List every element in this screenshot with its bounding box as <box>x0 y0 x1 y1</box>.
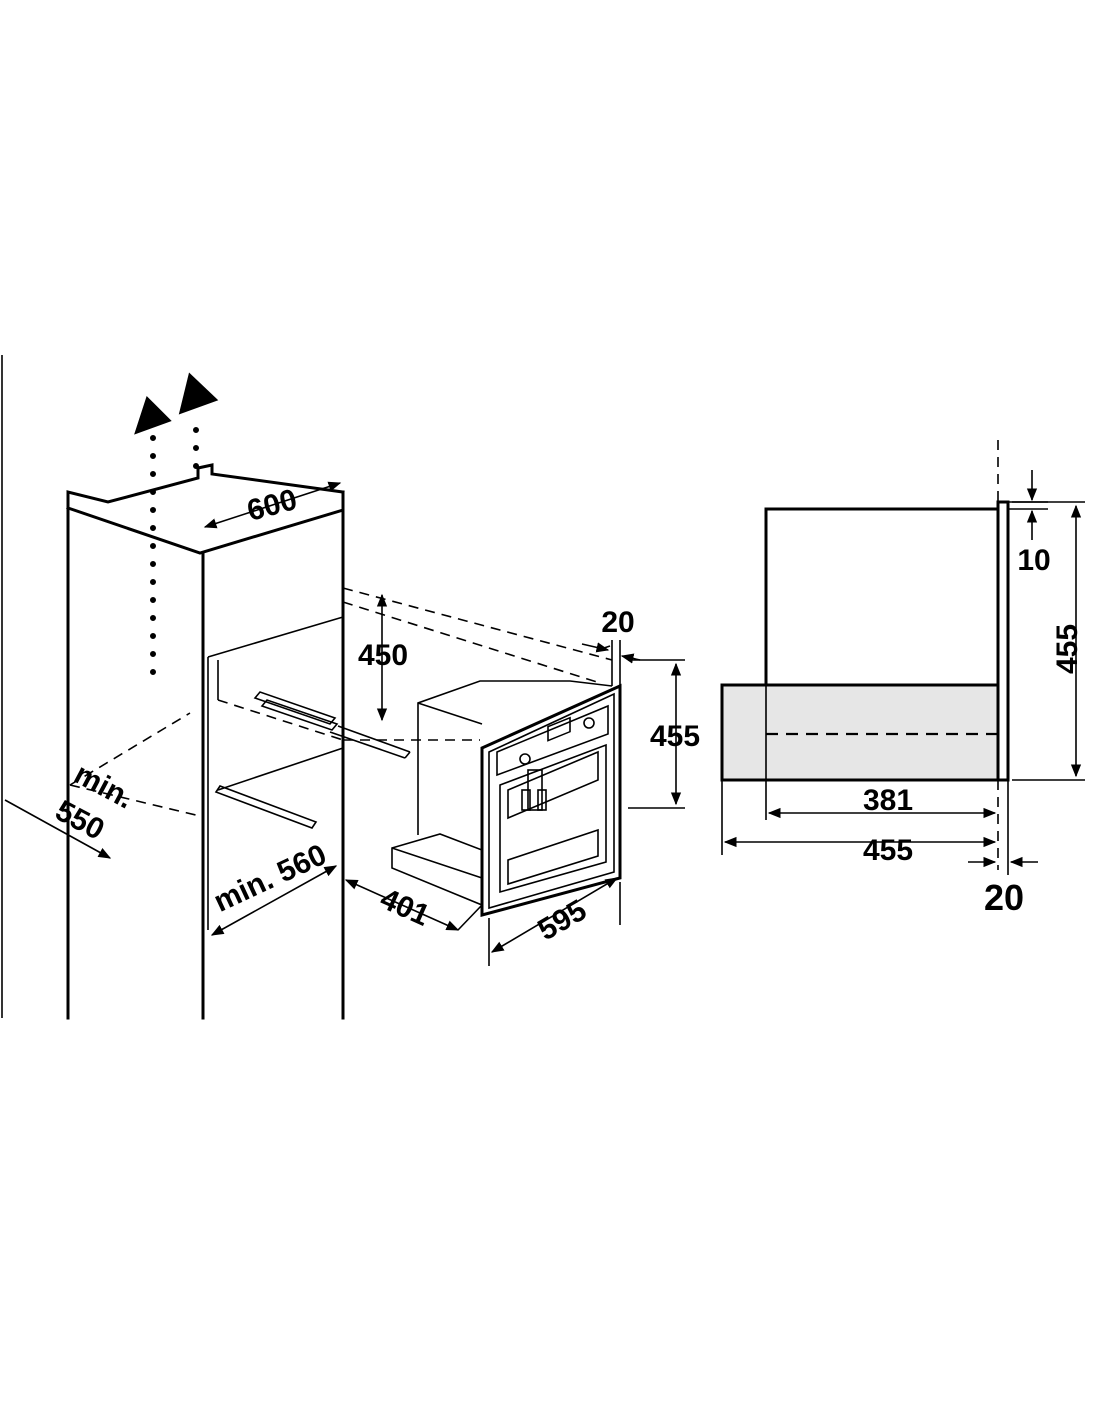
appliance-height-label: 455 <box>650 720 700 753</box>
cabinet-width-label: 600 <box>244 483 301 528</box>
appliance-depth-label: 401 <box>375 882 434 933</box>
appliance-width-label: 595 <box>532 894 592 948</box>
side-view: 10 455 381 455 20 <box>720 440 1085 918</box>
top-gap-label: 10 <box>1017 544 1050 577</box>
overall-depth-label: 455 <box>863 834 913 867</box>
overall-height-label: 455 <box>1051 624 1084 674</box>
niche-height-label: 450 <box>358 639 408 672</box>
cabinet-perspective: 600 min. 550 450 min. 560 <box>1 355 613 1020</box>
body-depth-label: 381 <box>863 784 913 817</box>
frame-thickness-label: 20 <box>601 606 634 639</box>
front-thickness-label: 20 <box>984 877 1024 918</box>
airflow-arrow-icon <box>134 372 219 675</box>
